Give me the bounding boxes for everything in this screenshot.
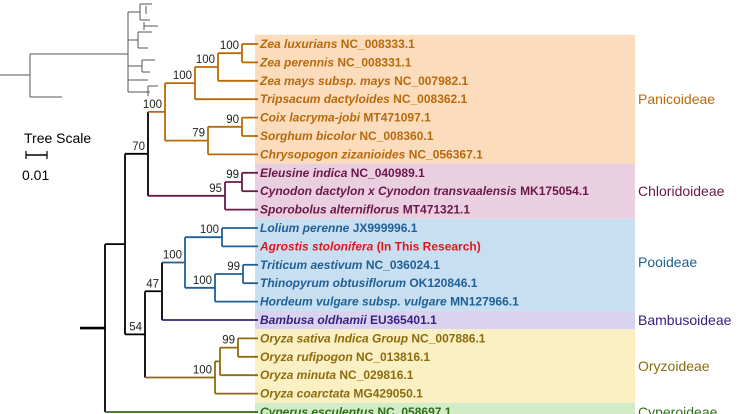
taxon-label: Tripsacum dactyloides NC_008362.1 <box>260 92 468 106</box>
accession-number: NC_008360.1 <box>359 129 433 143</box>
bootstrap-label: 54 <box>129 321 142 333</box>
accession-number: MG429050.1 <box>353 387 423 401</box>
clade-band-chloridoideae <box>255 163 635 219</box>
species-name: Oryza sativa Indica Group <box>260 331 411 345</box>
clade-label-oryzoideae: Oryzoideae <box>638 358 710 374</box>
bootstrap-label: 100 <box>193 275 212 287</box>
accession-number: NC_013816.1 <box>356 350 430 364</box>
species-name: Zea perennis <box>259 55 337 69</box>
species-name: Sporobolus alterniflorus <box>260 203 403 217</box>
bootstrap-label: 70 <box>132 141 145 153</box>
accession-number: NC_056367.1 <box>409 147 483 161</box>
bootstrap-label: 100 <box>200 224 219 236</box>
taxon-label: Zea mays subsp. mays NC_007982.1 <box>259 74 468 88</box>
taxon-label: Oryza coarctata MG429050.1 <box>260 387 423 401</box>
accession-number: (In This Research) <box>377 239 481 253</box>
taxon-label: Oryza rufipogon NC_013816.1 <box>260 350 430 364</box>
species-name: Cynodon dactylon x Cynodon transvaalensi… <box>260 184 520 198</box>
species-name: Oryza coarctata <box>260 387 353 401</box>
clade-label-bambusoideae: Bambusoideae <box>638 312 732 328</box>
accession-number: EU365401.1 <box>370 313 437 327</box>
accession-number: NC_040989.1 <box>351 166 425 180</box>
accession-number: MT471097.1 <box>363 111 431 125</box>
bootstrap-label: 99 <box>222 335 235 347</box>
bootstrap-label: 100 <box>173 70 192 82</box>
species-name: Zea mays subsp. mays <box>259 74 394 88</box>
species-name: Lolium perenne <box>260 221 353 235</box>
species-name: Hordeum vulgare subsp. vulgare <box>260 295 450 309</box>
taxon-label: Hordeum vulgare subsp. vulgare MN127966.… <box>260 295 519 309</box>
species-name: Agrostis stolonifera <box>259 239 377 253</box>
accession-number: NC_036024.1 <box>366 258 440 272</box>
taxon-label: Cyperus esculentus NC_058697.1 <box>260 405 452 414</box>
clade-band-oryzoideae <box>255 329 635 403</box>
bootstrap-label: 90 <box>226 114 239 126</box>
species-name: Tripsacum dactyloides <box>260 92 393 106</box>
clade-label-chloridoideae: Chloridoideae <box>638 183 725 199</box>
taxon-label: Triticum aestivum NC_036024.1 <box>260 258 440 272</box>
taxon-label: Zea luxurians NC_008333.1 <box>259 37 415 51</box>
clade-band-bambusoideae <box>255 310 635 330</box>
accession-number: NC_007982.1 <box>394 74 468 88</box>
taxon-label: Bambusa oldhamii EU365401.1 <box>260 313 437 327</box>
accession-number: JX999996.1 <box>353 221 418 235</box>
clade-band-pooideae <box>255 218 635 311</box>
accession-number: NC_058697.1 <box>377 405 451 414</box>
accession-number: NC_007886.1 <box>411 331 485 345</box>
species-name: Bambusa oldhamii <box>260 313 370 327</box>
clade-label-pooideae: Pooideae <box>638 254 697 270</box>
species-name: Coix lacryma-jobi <box>260 111 363 125</box>
clade-label-cyperoideae: Cyperoideae <box>638 404 718 414</box>
taxon-label: Coix lacryma-jobi MT471097.1 <box>260 111 431 125</box>
species-name: Oryza rufipogon <box>260 350 356 364</box>
species-name: Oryza minuta <box>260 368 339 382</box>
taxon-label: Cynodon dactylon x Cynodon transvaalensi… <box>260 184 589 198</box>
taxon-label: Chrysopogon zizanioides NC_056367.1 <box>260 147 483 161</box>
accession-number: NC_008331.1 <box>337 55 411 69</box>
tree-scale-title: Tree Scale <box>24 130 91 146</box>
species-name: Cyperus esculentus <box>260 405 377 414</box>
species-name: Triticum aestivum <box>260 258 366 272</box>
accession-number: OK120846.1 <box>409 276 477 290</box>
taxon-label: Thinopyrum obtusiflorum OK120846.1 <box>260 276 478 290</box>
clade-band-cyperoideae <box>255 402 635 414</box>
bootstrap-label: 100 <box>143 99 162 111</box>
bootstrap-label: 99 <box>227 261 240 273</box>
accession-number: NC_029816.1 <box>339 368 413 382</box>
taxon-label: Sorghum bicolor NC_008360.1 <box>260 129 434 143</box>
bootstrap-label: 100 <box>193 365 212 377</box>
bootstrap-label: 99 <box>226 169 239 181</box>
tree-scale-value: 0.01 <box>22 167 49 183</box>
taxon-label: Lolium perenne JX999996.1 <box>260 221 418 235</box>
species-name: Chrysopogon zizanioides <box>260 147 409 161</box>
taxon-label: Agrostis stolonifera (In This Research) <box>259 239 481 253</box>
taxon-label: Oryza minuta NC_029816.1 <box>260 368 414 382</box>
taxon-label: Oryza sativa Indica Group NC_007886.1 <box>260 331 486 345</box>
species-name: Thinopyrum obtusiflorum <box>260 276 409 290</box>
clade-label-panicoideae: Panicoideae <box>638 91 715 107</box>
accession-number: MK175054.1 <box>520 184 589 198</box>
taxon-label: Eleusine indica NC_040989.1 <box>260 166 425 180</box>
accession-number: MN127966.1 <box>450 295 519 309</box>
bootstrap-label: 100 <box>163 250 182 262</box>
bootstrap-label: 100 <box>196 54 215 66</box>
accession-number: NC_008333.1 <box>341 37 415 51</box>
taxon-label: Sporobolus alterniflorus MT471321.1 <box>260 203 470 217</box>
bootstrap-label: 95 <box>209 183 222 195</box>
species-name: Sorghum bicolor <box>260 129 359 143</box>
accession-number: MT471321.1 <box>403 203 471 217</box>
species-name: Eleusine indica <box>260 166 351 180</box>
bootstrap-label: 47 <box>146 278 159 290</box>
bootstrap-label: 79 <box>192 128 205 140</box>
clade-band-panicoideae <box>255 34 635 164</box>
species-name: Zea luxurians <box>259 37 341 51</box>
accession-number: NC_008362.1 <box>393 92 467 106</box>
taxon-label: Zea perennis NC_008331.1 <box>259 55 412 69</box>
bootstrap-label: 100 <box>220 40 239 52</box>
